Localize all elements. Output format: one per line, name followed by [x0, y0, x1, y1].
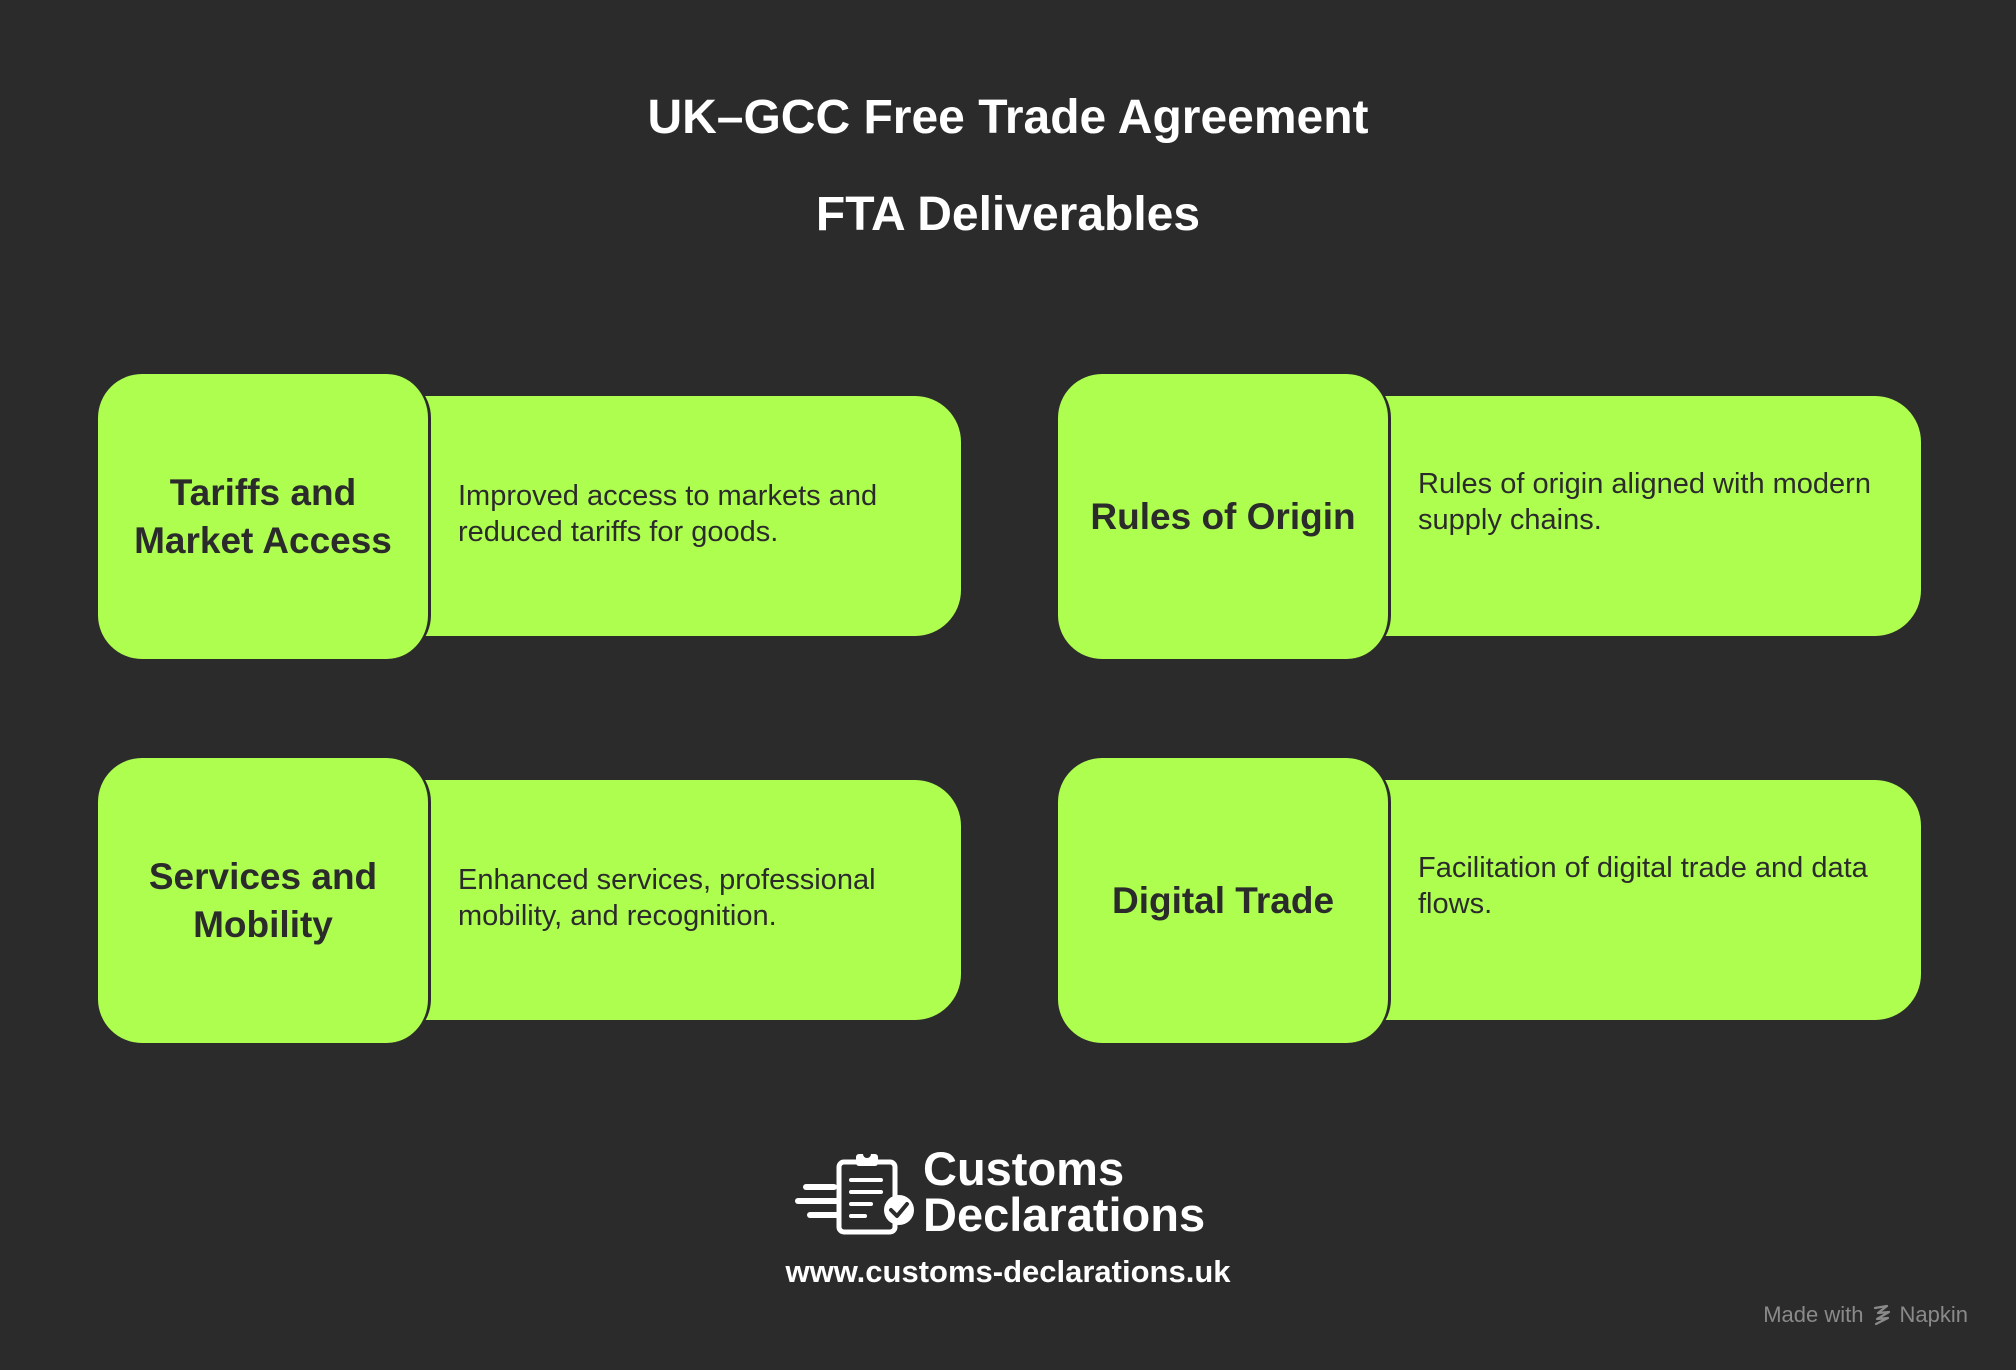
credit-tool-name: Napkin: [1899, 1302, 1968, 1327]
website-link[interactable]: www.customs-declarations.uk: [785, 1254, 1231, 1289]
napkin-icon: [1873, 1304, 1890, 1326]
made-with-credit: Made with Napkin: [1763, 1302, 1968, 1328]
clipboard-check-icon: [795, 1150, 914, 1235]
card-heading-box: Rules of Origin: [1058, 374, 1391, 659]
card-description-box: [1358, 396, 1921, 636]
brand-name-line1: Customs: [923, 1142, 1125, 1195]
card-heading-box: Services and Mobility: [98, 758, 431, 1043]
card-heading-box: Tariffs and Market Access: [98, 374, 431, 659]
card-heading: Rules of Origin: [1090, 495, 1356, 537]
card-description-box: [1358, 780, 1921, 1020]
card-description: Enhanced services, professional mobility…: [458, 864, 876, 932]
brand-logo: Customs Declarations: [795, 1142, 1215, 1241]
card-description: Rules of origin aligned with modern supp…: [1418, 468, 1871, 536]
card-services-mobility: Enhanced services, professional mobility…: [98, 758, 961, 1043]
card-description-box: [398, 396, 961, 636]
page-title: UK–GCC Free Trade Agreement: [647, 91, 1369, 144]
card-tariffs-market-access: Improved access to markets and reduced t…: [98, 374, 961, 659]
page-subtitle: FTA Deliverables: [815, 188, 1201, 241]
card-description: Facilitation of digital trade and data f…: [1418, 852, 1868, 920]
card-description: Improved access to markets and reduced t…: [458, 480, 878, 548]
card-heading: Digital Trade: [1111, 879, 1335, 921]
brand-name-line2: Declarations: [923, 1188, 1206, 1241]
credit-made-with: Made with: [1763, 1302, 1864, 1327]
brand-name: Customs Declarations: [923, 1142, 1206, 1241]
card-digital-trade: Facilitation of digital trade and data f…: [1058, 758, 1921, 1043]
card-heading-box: Digital Trade: [1058, 758, 1391, 1043]
card-description-box: [398, 780, 961, 1020]
card-rules-of-origin: Rules of origin aligned with modern supp…: [1058, 374, 1921, 659]
card-heading: Services and Mobility: [148, 855, 378, 945]
card-heading: Tariffs and Market Access: [134, 471, 392, 561]
